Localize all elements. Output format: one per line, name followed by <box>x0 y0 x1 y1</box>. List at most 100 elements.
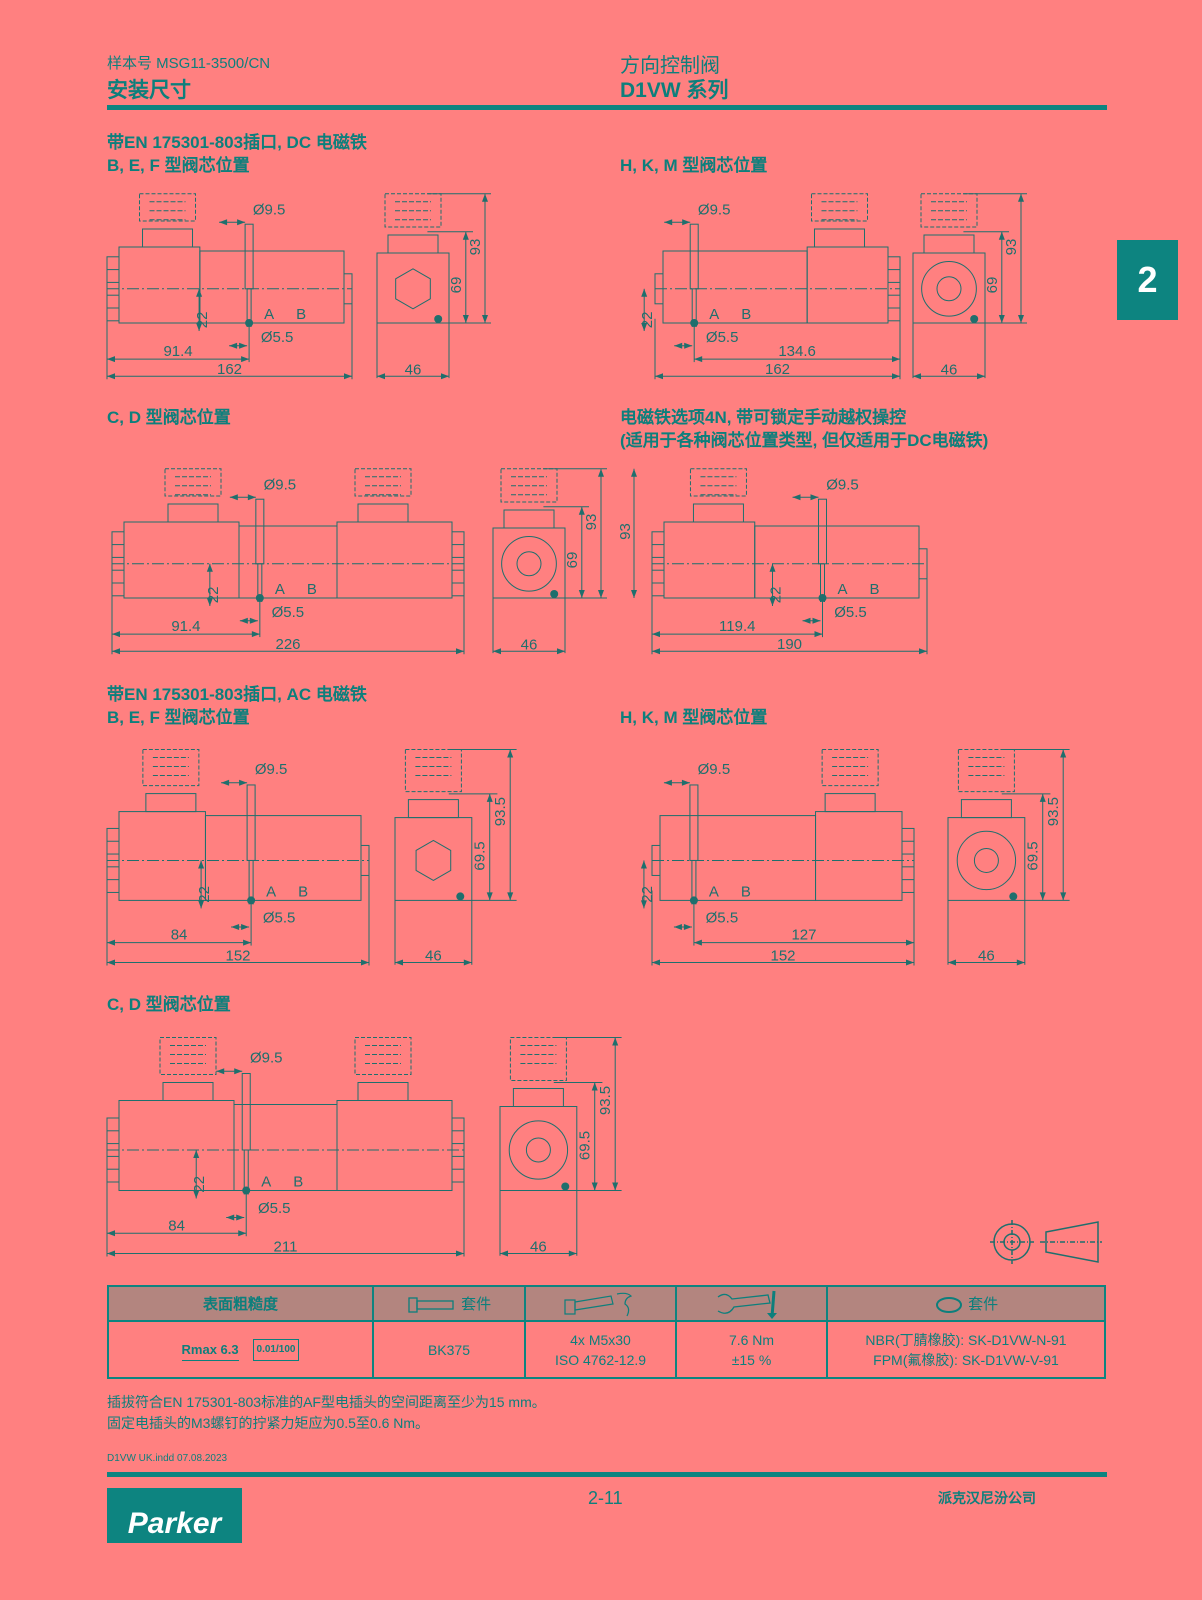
drawing-outline <box>241 1073 251 1151</box>
arrow-icon <box>641 288 648 297</box>
dim-port-offset: 22 <box>191 1176 208 1193</box>
arrow-icon <box>482 193 488 202</box>
dim-overall-length: 190 <box>777 636 802 653</box>
drawing-outline <box>492 527 566 599</box>
arrow-icon <box>664 219 673 226</box>
torque-tolerance: ±15 % <box>731 1351 772 1368</box>
arrow-icon <box>198 900 205 909</box>
chapter-tab[interactable]: 2 <box>1117 240 1178 320</box>
drawing-outline <box>509 1037 567 1081</box>
arrow-icon <box>591 1182 598 1191</box>
arrow-icon <box>655 373 663 380</box>
header-roughness: 表面粗糙度 <box>107 1285 374 1322</box>
arrow-icon <box>198 860 205 869</box>
arrow-icon <box>681 779 690 786</box>
dc-cd-title: C, D 型阀芯位置 <box>107 408 231 427</box>
drawing-outline <box>118 811 206 901</box>
arrow-icon <box>568 1250 577 1257</box>
cell-bolt-kit: BK375 <box>372 1320 526 1379</box>
dc-bef-title: B, E, F 型阀芯位置 <box>107 156 250 175</box>
arrow-icon <box>694 356 703 363</box>
drawing-outline <box>387 234 439 254</box>
arrow-icon <box>241 924 250 931</box>
o-ring-icon <box>935 1297 962 1314</box>
arrow-icon <box>684 342 693 349</box>
arrow-icon <box>557 648 565 655</box>
arrow-icon <box>206 563 213 572</box>
drawing-outline <box>159 1037 217 1075</box>
arrow-icon <box>507 892 514 901</box>
drawing-outline <box>923 234 975 254</box>
arrow-icon <box>598 468 604 477</box>
arrow-icon <box>792 494 801 501</box>
drawing-outline <box>960 799 1012 819</box>
drawing-outline <box>818 498 827 565</box>
arrow-icon <box>237 219 246 226</box>
dim-overall-length: 162 <box>765 361 790 378</box>
arrow-icon <box>229 342 238 349</box>
arrow-icon <box>1039 793 1046 802</box>
arrow-icon <box>239 779 248 786</box>
drawing-outline <box>806 246 889 324</box>
arrow-icon <box>663 779 672 786</box>
page-number: 2-11 <box>588 1488 623 1508</box>
arrow-icon <box>361 959 369 966</box>
arrow-icon <box>652 631 660 638</box>
arrow-icon <box>578 506 585 515</box>
drawing-outline <box>142 228 194 248</box>
arrow-icon <box>812 617 821 624</box>
arrow-icon <box>1060 749 1067 758</box>
opt4n-title: 电磁铁选项4N, 带可锁定手动越权操控 <box>620 408 907 427</box>
drawing-outline <box>233 1104 338 1191</box>
arrow-icon <box>482 315 488 323</box>
port-a-label: A <box>261 1174 271 1191</box>
arrow-icon <box>674 342 683 349</box>
drawing-outline <box>336 1100 453 1191</box>
drawing-outline <box>689 223 699 290</box>
arrow-icon <box>206 598 213 606</box>
arrow-icon <box>919 648 927 655</box>
series-title: D1VW 系列 <box>620 79 729 102</box>
arrow-icon <box>641 323 648 331</box>
port-a-label: A <box>264 306 274 323</box>
dim-overall-height: 93 <box>583 514 600 531</box>
drawing-outline <box>246 784 256 861</box>
drawing-outline <box>142 748 200 787</box>
arrow-icon <box>1018 315 1024 323</box>
company-name: 派克汉尼汾公司 <box>938 1490 1036 1506</box>
port-b-label: B <box>298 883 308 900</box>
dim-pin-diameter: Ø9.5 <box>255 761 288 778</box>
arrow-icon <box>107 1230 115 1237</box>
drawing-outline <box>689 784 699 861</box>
drawing-outline <box>204 815 362 901</box>
dim-height-to-connector: 69.5 <box>1025 841 1042 870</box>
arrow-icon <box>507 749 514 758</box>
drawing-outline <box>139 193 197 222</box>
arrow-icon <box>196 323 203 331</box>
drawing-outline <box>354 468 412 497</box>
arrow-icon <box>1018 193 1024 202</box>
dim-height-to-connector: 69 <box>984 277 1001 294</box>
port-center-icon <box>561 1182 570 1191</box>
arrow-icon <box>998 315 1005 323</box>
technical-drawing: 93.569.546 <box>947 748 1070 966</box>
arrow-icon <box>462 315 469 323</box>
drawing-outline <box>912 252 986 324</box>
port-a-label: A <box>275 581 285 598</box>
dim-port-diameter: Ø5.5 <box>706 329 739 346</box>
dim-overall-length: 162 <box>217 361 242 378</box>
ac-hkm-title: H, K, M 型阀芯位置 <box>620 708 768 727</box>
dim-port-diameter: Ø5.5 <box>258 1200 291 1217</box>
arrow-icon <box>1039 892 1046 901</box>
arrow-icon <box>1060 892 1067 901</box>
